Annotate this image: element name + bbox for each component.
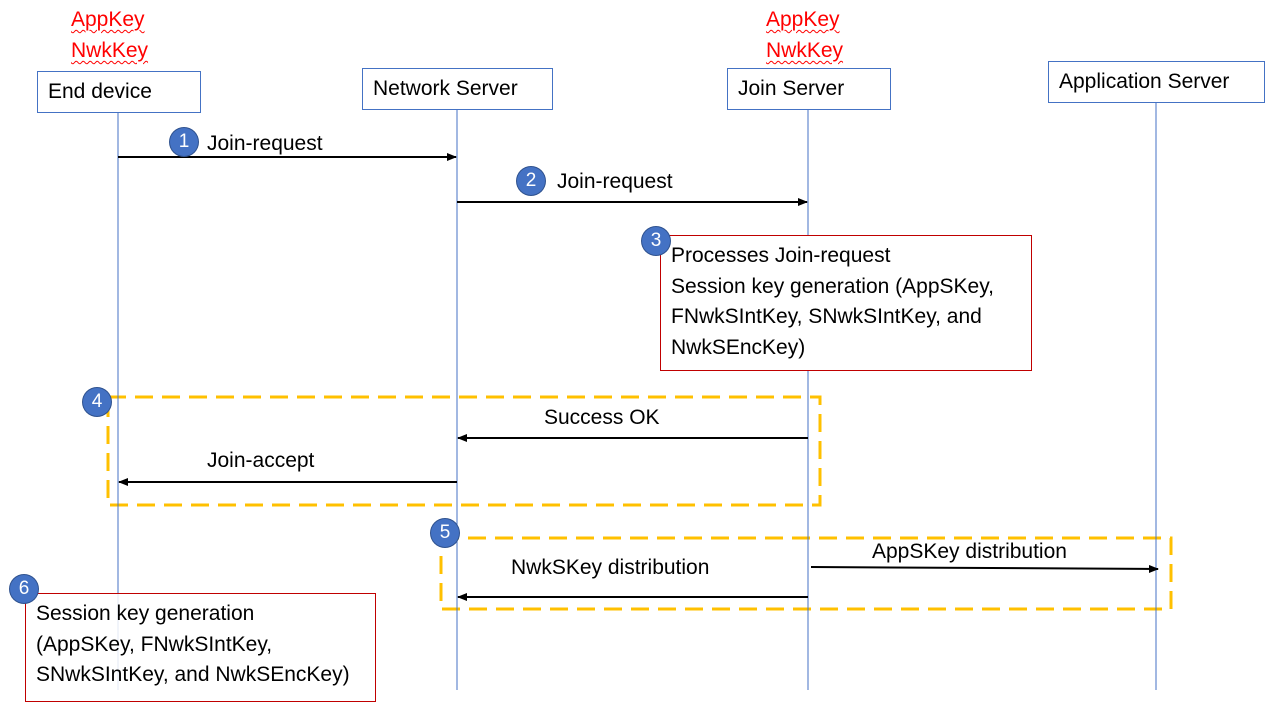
note-end-device-line-3: SNwkSIntKey, and NwkSEncKey) — [36, 663, 350, 686]
participant-end-device: End device — [37, 71, 201, 113]
step-badge-2: 2 — [517, 167, 545, 195]
label-success-ok: Success OK — [544, 406, 660, 429]
end-device-key-appkey: AppKey — [71, 8, 145, 31]
label-nwkskey-distribution: NwkSKey distribution — [511, 556, 710, 579]
label-join-accept: Join-accept — [207, 449, 315, 472]
note-join-server-line-2: Session key generation (AppSKey, — [671, 274, 994, 298]
end-device-key-nwkkey: NwkKey — [71, 39, 149, 62]
participant-join-server: Join Server — [727, 68, 891, 110]
note-join-server-processing: Processes Join-request Session key gener… — [660, 235, 1032, 371]
note-join-server-line-3: FNwkSIntKey, SNwkSIntKey, and — [671, 305, 982, 328]
arrow-appskey-distribution — [810, 564, 1159, 573]
note-join-server-line-4: NwkSEncKey) — [671, 335, 806, 359]
step-badge-3: 3 — [642, 227, 670, 255]
join-server-key-appkey: AppKey — [766, 8, 840, 31]
note-join-server-line-1: Processes Join-request — [671, 244, 891, 267]
step-badge-4: 4 — [83, 388, 111, 416]
note-end-device-key-generation: Session key generation (AppSKey, FNwkSIn… — [25, 593, 376, 702]
note-end-device-line-2: (AppSKey, FNwkSIntKey, — [36, 632, 273, 656]
step-badge-1: 1 — [170, 128, 198, 156]
label-join-request-1: Join-request — [207, 132, 323, 155]
join-server-key-nwkkey: NwkKey — [766, 39, 844, 62]
participant-application-server: Application Server — [1048, 61, 1265, 103]
step-badge-5: 5 — [431, 519, 459, 547]
label-appskey-distribution: AppSKey distribution — [872, 540, 1067, 563]
label-join-request-2: Join-request — [557, 170, 673, 193]
group-5-dashed-box — [439, 536, 1173, 611]
step-badge-6: 6 — [10, 575, 38, 603]
note-end-device-line-1: Session key generation — [36, 602, 255, 625]
participant-network-server: Network Server — [362, 68, 553, 110]
group-4-dashed-box — [106, 395, 822, 507]
